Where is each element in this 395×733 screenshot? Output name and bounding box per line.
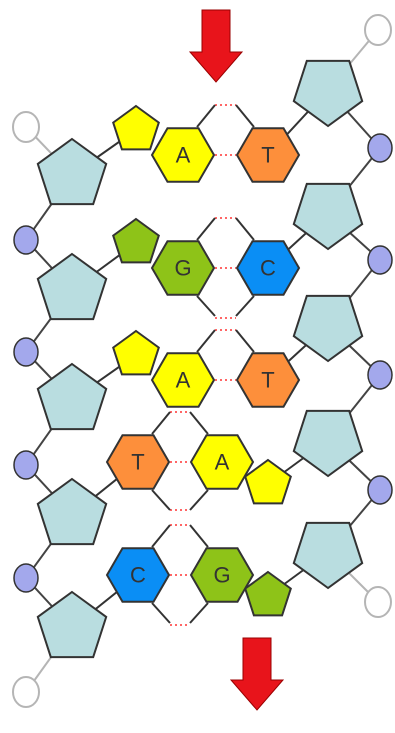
sugar-left-4: [36, 477, 108, 546]
base-stick-left-2: [196, 217, 216, 241]
base-label-left-4: T: [131, 450, 144, 475]
phosphate-right-4: [367, 475, 393, 505]
base-stick-right-low-2: [235, 295, 255, 317]
base-left-1: [150, 127, 216, 183]
base-ring-left-1: [112, 104, 160, 151]
base-ring-right-5: [244, 570, 292, 617]
phosphate-left-4: [13, 563, 39, 593]
down-arrow-icon: [229, 637, 285, 711]
base-label-left-5: C: [130, 563, 146, 588]
base-stick-left-low-5: [151, 602, 171, 624]
sugar-right-5: [292, 521, 364, 590]
base-ring-left-2: [112, 217, 160, 264]
sugar-left-3: [36, 362, 108, 431]
base-ring-right-4: [244, 458, 292, 505]
base-stick-right-low-5: [189, 602, 209, 624]
phosphate-right-3: [367, 360, 393, 390]
phosphate-right-2: [367, 245, 393, 275]
base-right-2: [235, 240, 301, 296]
sugar-right-1: [292, 59, 364, 128]
base-stick-left-low-4: [151, 489, 171, 511]
phosphate-left-3: [13, 450, 39, 480]
right-bottom-end: [364, 586, 392, 618]
base-label-right-5: G: [213, 563, 230, 588]
base-left-5: [105, 547, 171, 603]
base-stick-left-1: [196, 104, 216, 128]
base-stick-left-3: [196, 329, 216, 353]
base-left-2: [150, 240, 216, 296]
base-stick-right-3: [235, 329, 255, 353]
base-ring-left-3: [112, 329, 160, 376]
phosphate-right-1: [367, 133, 393, 163]
base-left-3: [150, 352, 216, 408]
phosphate-left-2: [13, 337, 39, 367]
base-stick-right-4: [189, 411, 209, 435]
sugar-right-3: [292, 294, 364, 363]
base-right-1: [235, 127, 301, 183]
base-stick-right-low-4: [189, 489, 209, 511]
left-top-end: [12, 111, 40, 143]
sugar-right-4: [292, 409, 364, 478]
right-top-end: [364, 14, 392, 46]
down-arrow-icon: [188, 9, 244, 83]
sugar-right-2: [292, 182, 364, 251]
sugar-left-5: [36, 590, 108, 659]
base-right-5: [189, 547, 255, 603]
base-label-right-4: A: [215, 450, 230, 475]
base-left-4: [105, 434, 171, 490]
phosphate-left-1: [13, 225, 39, 255]
base-right-4: [189, 434, 255, 490]
sugar-left-2: [36, 252, 108, 321]
base-stick-left-4: [151, 411, 171, 435]
base-stick-right-2: [235, 217, 255, 241]
base-stick-left-5: [151, 524, 171, 548]
base-label-left-2: G: [174, 256, 191, 281]
base-stick-left-low-2: [196, 295, 216, 317]
base-label-right-3: T: [261, 368, 274, 393]
base-label-left-3: A: [176, 368, 191, 393]
base-stick-right-5: [189, 524, 209, 548]
base-right-3: [235, 352, 301, 408]
base-label-right-2: C: [260, 256, 276, 281]
left-bottom-end: [12, 676, 40, 708]
sugar-left-1: [36, 137, 108, 206]
base-stick-right-1: [235, 104, 255, 128]
base-label-right-1: T: [261, 143, 274, 168]
base-label-left-1: A: [176, 143, 191, 168]
